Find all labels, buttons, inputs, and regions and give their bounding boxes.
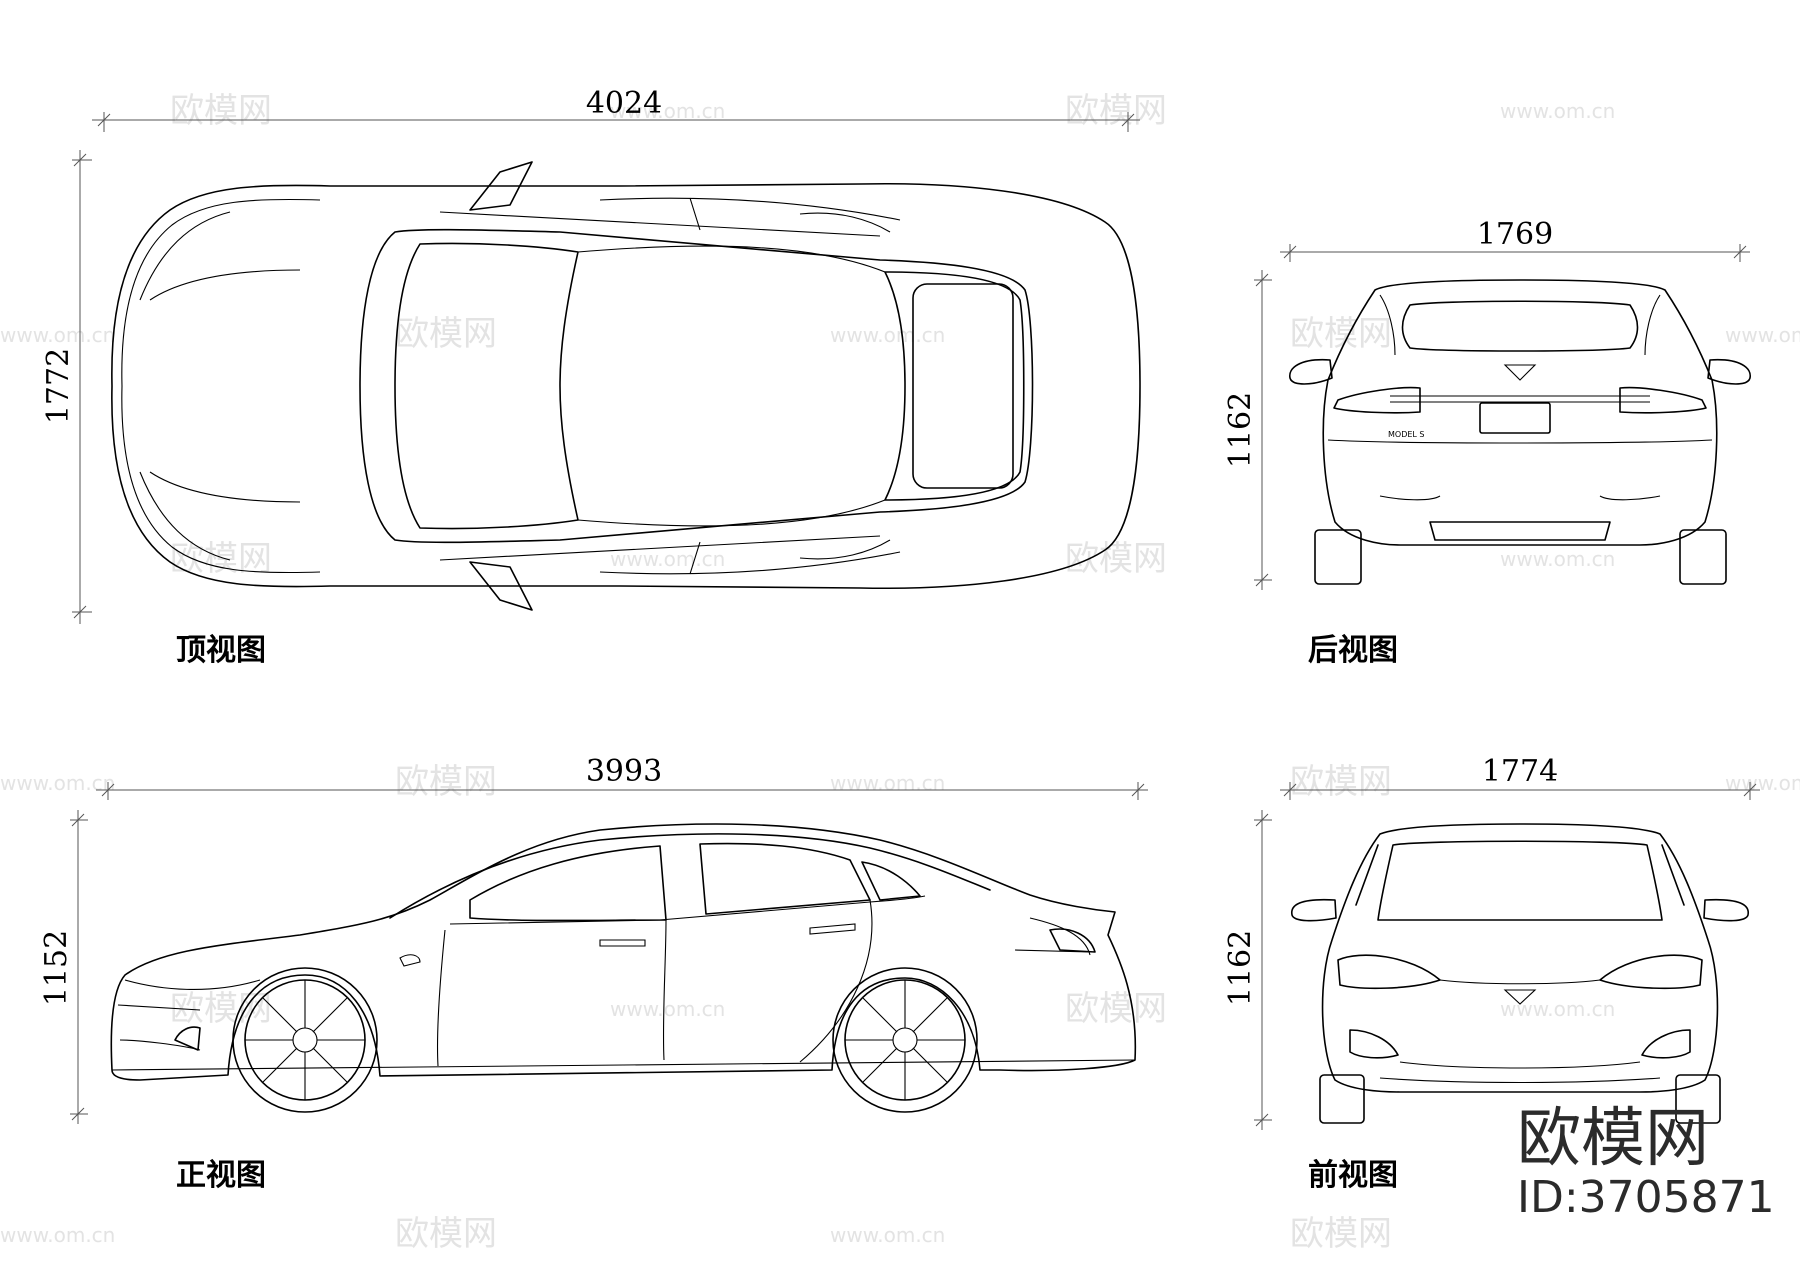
watermark-url: www.om.cn (830, 1223, 945, 1247)
watermark-url: www.om.cn (1500, 547, 1615, 571)
watermark-url: www.om.cn (1725, 323, 1800, 347)
dimension-side-height: 1152 (39, 930, 74, 1006)
watermark-text: 欧模网 (1065, 539, 1167, 579)
rear-model-badge: MODEL S (1388, 430, 1425, 439)
watermark-url: www.om.cn (610, 547, 725, 571)
car-front-outline (1291, 823, 1749, 1124)
dimension-rear-height: 1162 (1223, 392, 1258, 468)
dimension-line-side-length (96, 782, 1148, 800)
car-top-outline (111, 161, 1141, 611)
label-side-view: 正视图 (176, 1158, 266, 1193)
dimension-front-height: 1162 (1223, 930, 1258, 1006)
side-view: 3993 1152 (39, 754, 1148, 1193)
dimension-top-length: 4024 (586, 86, 662, 121)
watermark-url: www.om.cn (830, 771, 945, 795)
brand-stamp: 欧模网 ID:3705871 (1517, 1102, 1775, 1223)
watermark-layer: 欧模网 www.om.cn 欧模网 www.om.cn www.om.cn 欧模… (0, 91, 1800, 1254)
watermark-text: 欧模网 (1290, 762, 1392, 802)
label-top-view: 顶视图 (176, 633, 266, 668)
brand-name: 欧模网 (1517, 1102, 1709, 1176)
rear-view: 1769 1162 MODEL S (1223, 217, 1751, 668)
watermark-url: www.om.cn (0, 1223, 115, 1247)
watermark-text: 欧模网 (395, 762, 497, 802)
watermark-text: 欧模网 (170, 539, 272, 579)
watermark-text: 欧模网 (170, 91, 272, 131)
dimension-line-top-width (72, 150, 92, 624)
dimension-line-front-height (1254, 810, 1272, 1130)
dimension-top-width: 1772 (41, 348, 76, 424)
dimension-line-front-width (1280, 782, 1760, 800)
watermark-url: www.om.cn (1500, 99, 1615, 123)
watermark-url: www.om.cn (0, 771, 115, 795)
watermark-text: 欧模网 (395, 1214, 497, 1254)
label-rear-view: 后视图 (1308, 633, 1398, 668)
dimension-side-length: 3993 (586, 754, 662, 789)
dimension-rear-width: 1769 (1477, 217, 1553, 252)
watermark-text: 欧模网 (1290, 1214, 1392, 1254)
car-rear-outline: MODEL S (1289, 279, 1751, 585)
watermark-url: www.om.cn (1500, 997, 1615, 1021)
dimension-line-top-length (92, 112, 1140, 132)
top-view: 4024 1772 (41, 86, 1141, 668)
car-side-outline (110, 823, 1137, 1113)
dimension-line-rear-height (1254, 270, 1272, 590)
dimension-line-side-height (70, 810, 88, 1124)
watermark-url: www.om.cn (0, 323, 115, 347)
watermark-text: 欧模网 (1065, 91, 1167, 131)
watermark-text: 欧模网 (1065, 989, 1167, 1029)
front-view: 1774 1162 (1223, 754, 1760, 1193)
watermark-url: www.om.cn (830, 323, 945, 347)
watermark-url: www.om.cn (1725, 771, 1800, 795)
brand-id: ID:3705871 (1517, 1172, 1775, 1223)
watermark-text: 欧模网 (395, 314, 497, 354)
dimension-line-rear-width (1280, 244, 1750, 262)
watermark-url: www.om.cn (610, 997, 725, 1021)
watermark-url: www.om.cn (610, 99, 725, 123)
watermark-text: 欧模网 (1290, 314, 1392, 354)
dimension-front-width: 1774 (1482, 754, 1558, 789)
label-front-view: 前视图 (1308, 1158, 1398, 1193)
